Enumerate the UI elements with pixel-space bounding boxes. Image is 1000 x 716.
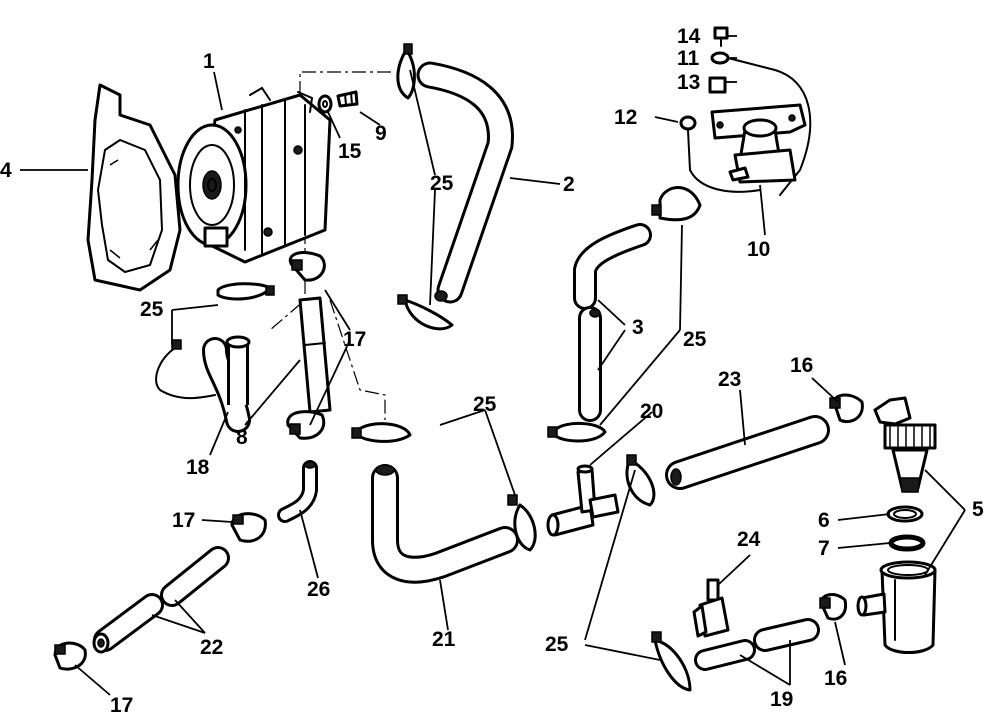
callout-17-upper: 17 <box>343 328 366 351</box>
callout-5: 5 <box>972 498 984 521</box>
callout-14: 14 <box>677 25 701 48</box>
callout-16-top: 16 <box>790 354 813 377</box>
clamp-25-bottom <box>397 294 454 331</box>
clamp-16-top <box>829 393 864 424</box>
screw-14 <box>713 26 729 47</box>
washer-15 <box>317 94 333 114</box>
electric-pump-10 <box>710 103 807 184</box>
clamp-17-upper <box>288 251 326 282</box>
hose-21 <box>371 464 519 584</box>
clamp-25-bottom-center <box>651 631 692 692</box>
leader-lines <box>20 35 966 696</box>
hose-22-upper <box>160 546 230 607</box>
callout-labels: 1 2 3 4 5 6 7 8 9 10 11 12 13 14 15 16 1… <box>0 25 984 716</box>
o-ring-7 <box>888 534 926 552</box>
callout-25-hose2: 25 <box>430 172 454 195</box>
ring-terminal-12 <box>679 115 761 193</box>
hose-22-lower <box>92 593 164 654</box>
clamp-25-left <box>216 282 275 301</box>
ring-6 <box>886 505 924 523</box>
fuel-pump <box>176 86 332 264</box>
callout-10: 10 <box>747 238 770 261</box>
clamp-25-loop-center <box>625 454 656 507</box>
callout-2: 2 <box>563 173 575 196</box>
hose-3-straight <box>578 306 602 422</box>
callout-1: 1 <box>203 50 215 73</box>
callout-25-left: 25 <box>140 298 164 321</box>
nut-13 <box>708 76 727 94</box>
callout-23: 23 <box>718 368 741 391</box>
fitting-18 <box>202 335 251 433</box>
clamp-25-top <box>396 43 416 100</box>
clamp-25-hose21 <box>351 422 412 443</box>
callout-25-center: 25 <box>473 393 497 416</box>
callout-22: 22 <box>200 636 223 659</box>
clamp-17-lower <box>286 410 326 440</box>
callout-9: 9 <box>375 122 387 145</box>
ring-terminal-11 <box>710 51 812 196</box>
mounting-bracket <box>86 83 182 292</box>
clamp-25-loop-right <box>651 186 702 222</box>
callout-21: 21 <box>432 628 456 651</box>
hose-23 <box>665 415 830 490</box>
callout-11: 11 <box>677 47 700 70</box>
callout-6: 6 <box>818 509 830 532</box>
clamp-25-right-of-21 <box>507 494 537 552</box>
tee-fitting-20 <box>546 464 620 537</box>
fitting-24 <box>692 578 730 638</box>
hose-3-bent <box>573 223 652 310</box>
callout-15: 15 <box>338 140 362 163</box>
callout-12: 12 <box>614 106 637 129</box>
callout-16-bottom: 16 <box>824 667 847 690</box>
callout-25-right: 25 <box>683 328 707 351</box>
callout-17-bottom: 17 <box>110 694 133 716</box>
hose-19-left <box>694 639 756 671</box>
callout-18: 18 <box>186 456 210 479</box>
callout-13: 13 <box>677 71 700 94</box>
callout-4: 4 <box>0 159 12 182</box>
clamp-17-middle <box>230 512 267 543</box>
callout-26: 26 <box>307 578 330 601</box>
elbow-26 <box>277 460 318 523</box>
callout-8: 8 <box>236 426 248 449</box>
callout-20: 20 <box>640 400 663 423</box>
hose-19-right <box>753 618 820 652</box>
callout-24: 24 <box>737 528 761 551</box>
tube-8 <box>298 296 332 414</box>
hose-2 <box>416 61 514 304</box>
clamp-17-bottom <box>53 641 87 671</box>
callout-19: 19 <box>770 688 793 711</box>
clamp-16-bottom <box>819 593 848 621</box>
screw-9 <box>336 90 359 108</box>
callout-25-bottom: 25 <box>545 633 569 656</box>
filter-bowl <box>856 560 937 654</box>
callout-7: 7 <box>818 537 830 560</box>
clamp-25-middle <box>547 422 607 443</box>
callout-3: 3 <box>632 316 644 339</box>
callout-17-middle: 17 <box>172 509 195 532</box>
filter-cap <box>873 396 937 493</box>
